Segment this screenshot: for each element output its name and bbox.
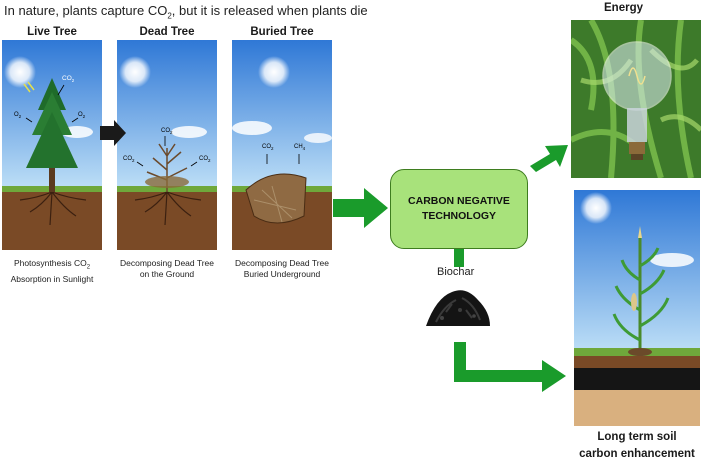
- tech-line1: CARBON NEGATIVE: [408, 195, 510, 207]
- connector-stem: [454, 247, 464, 267]
- svg-text:CO2: CO2: [161, 128, 173, 135]
- buried-tree-panel: CO2 CH4: [232, 40, 332, 250]
- energy-title: Energy: [604, 2, 643, 14]
- energy-bulb-image: [571, 20, 701, 178]
- svg-text:O2: O2: [78, 112, 86, 119]
- svg-text:CO2: CO2: [123, 156, 135, 163]
- arrow-to-technology: [333, 188, 388, 228]
- biochar-pile-image: [426, 290, 490, 326]
- svg-text:CO2: CO2: [262, 144, 274, 151]
- intro-text: In nature, plants capture CO2, but it is…: [4, 3, 368, 21]
- dead-tree-panel: CO2 CO2 CO2: [117, 40, 217, 250]
- svg-text:CO2: CO2: [199, 156, 211, 163]
- arrow-to-soil: [454, 342, 566, 392]
- arrow-to-energy: [530, 145, 568, 172]
- live-tree-panel: CO2 O2 O2: [2, 40, 102, 250]
- tech-line2: TECHNOLOGY: [421, 210, 497, 222]
- black-arrow: [100, 120, 126, 146]
- svg-text:CO2: CO2: [62, 75, 75, 83]
- carbon-negative-technology-box: CARBON NEGATIVE TECHNOLOGY: [390, 169, 528, 249]
- dead-tree-title: Dead Tree: [139, 26, 195, 38]
- live-tree-title: Live Tree: [27, 26, 77, 38]
- svg-text:O2: O2: [14, 112, 22, 119]
- buried-tree-title: Buried Tree: [250, 26, 314, 38]
- soil-cornfield-image: [574, 190, 700, 426]
- svg-text:CH4: CH4: [294, 144, 306, 151]
- biochar-label: Biochar: [437, 266, 475, 278]
